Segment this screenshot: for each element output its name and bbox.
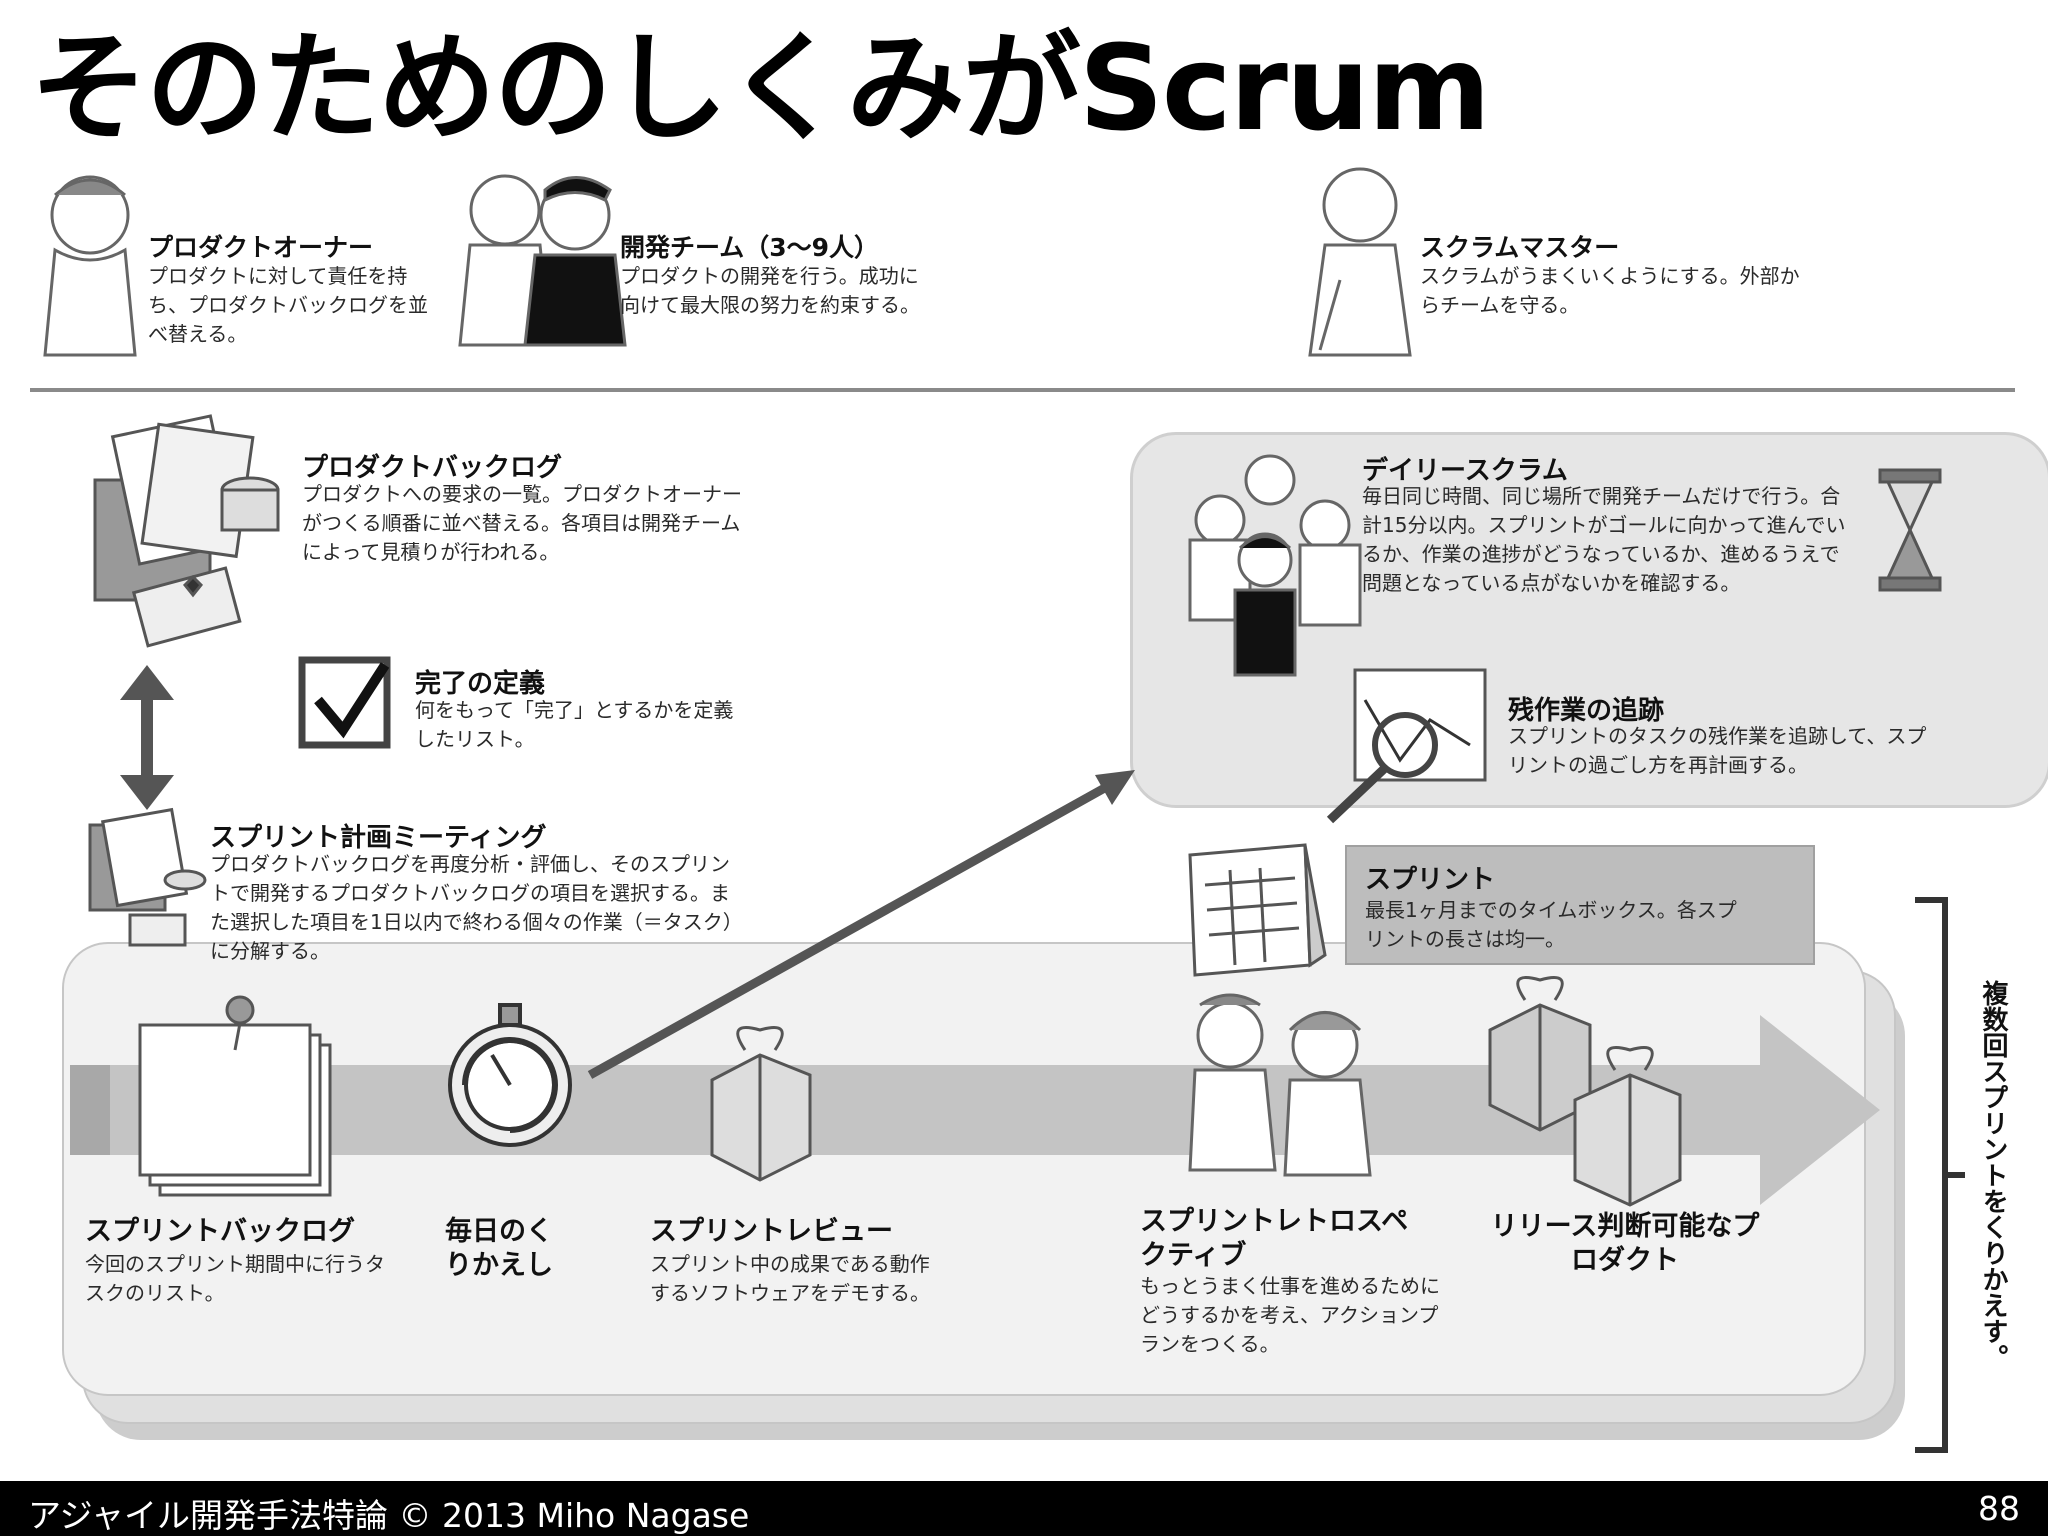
product-owner-desc: プロダクトに対して責任を持ち、プロダクトバックログを並べ替える。 <box>148 264 428 346</box>
dev-team-title: 開発チーム（3〜9人） <box>620 233 880 262</box>
burndown-chart-icon <box>1326 668 1487 824</box>
sprint-desc: 最長1ヶ月までのタイムボックス。各スプリントの長さは均一。 <box>1365 898 1737 951</box>
definition-of-done-desc: 何をもって「完了」とするかを定義したリスト。 <box>415 698 734 751</box>
daily-scrum-desc: 毎日同じ時間、同じ場所で開発チームだけで行う。合計15分以内。スプリントがゴール… <box>1362 484 1846 595</box>
sprint-planning-icon <box>88 807 207 947</box>
product-owner-icon <box>43 175 137 357</box>
release-gift-icon <box>1488 976 1682 1207</box>
hourglass-icon <box>1878 468 1942 592</box>
gift-box-icon <box>710 1026 812 1182</box>
daily-arrow <box>587 770 1135 1079</box>
checkbox-icon <box>298 656 391 749</box>
retrospective-team-icon <box>1188 993 1372 1177</box>
sprint-info-box: スプリント 最長1ヶ月までのタイムボックス。各スプリントの長さは均一。 <box>1345 845 1815 965</box>
scrum-master-icon <box>1308 167 1412 357</box>
sprint-review-desc: スプリント中の成果である動作するソフトウェアをデモする。 <box>650 1252 930 1305</box>
definition-of-done-title: 完了の定義 <box>415 669 546 699</box>
sprint-planning-title: スプリント計画ミーティング <box>210 823 547 853</box>
daily-scrum-title: デイリースクラム <box>1362 456 1568 486</box>
page-number: 88 <box>1978 1489 2020 1528</box>
product-backlog-icon <box>93 414 280 648</box>
retrospective-desc: もっとうまく仕事を進めるためにどうするかを考え、アクションプランをつくる。 <box>1140 1274 1440 1356</box>
sprint-title: スプリント <box>1365 865 1496 895</box>
stopwatch-icon <box>448 1003 572 1147</box>
footer-credit: アジャイル開発手法特論 © 2013 Miho Nagase <box>28 1496 750 1535</box>
release-title: リリース判断可能なプロダクト <box>1490 1211 1760 1276</box>
sprint-planning-desc: プロダクトバックログを再度分析・評価し、そのスプリントで開発するプロダクトバック… <box>210 852 733 963</box>
dev-team-icon <box>458 174 627 347</box>
scrum-master-desc: スクラムがうまくいくようにする。外部からチームを守る。 <box>1420 264 1800 317</box>
scrum-master-title: スクラムマスター <box>1420 233 1620 262</box>
double-arrow-icon <box>120 665 174 810</box>
retrospective-title: スプリントレトロスペクティブ <box>1140 1206 1409 1271</box>
daily-loop-title: 毎日のくりかえし <box>445 1216 553 1281</box>
sprint-flow-arrow <box>70 1015 1880 1205</box>
daily-scrum-team-icon <box>1188 454 1362 677</box>
sprint-backlog-icon <box>138 995 332 1197</box>
section-divider <box>30 388 2015 392</box>
footer-bar <box>0 1481 2048 1536</box>
product-backlog-title: プロダクトバックログ <box>302 453 563 483</box>
repeat-sprints-label: 複数回スプリントをくりかえす。 <box>1978 980 2008 1370</box>
page-title: そのためのしくみがScrum <box>30 19 1491 157</box>
sprint-backlog-desc: 今回のスプリント期間中に行うタスクのリスト。 <box>85 1252 385 1305</box>
calendar-icon <box>1188 843 1327 977</box>
bracket <box>1915 897 1965 1453</box>
dev-team-desc: プロダクトの開発を行う。成功に向けて最大限の努力を約束する。 <box>620 264 920 317</box>
burndown-desc: スプリントのタスクの残作業を追跡して、スプリントの過ごし方を再計画する。 <box>1508 724 1927 777</box>
product-backlog-desc: プロダクトへの要求の一覧。プロダクトオーナーがつくる順番に並べ替える。各項目は開… <box>302 482 742 564</box>
sprint-backlog-title: スプリントバックログ <box>85 1216 355 1247</box>
product-owner-title: プロダクトオーナー <box>148 233 374 262</box>
burndown-title: 残作業の追跡 <box>1508 696 1665 726</box>
sprint-review-title: スプリントレビュー <box>650 1216 893 1247</box>
